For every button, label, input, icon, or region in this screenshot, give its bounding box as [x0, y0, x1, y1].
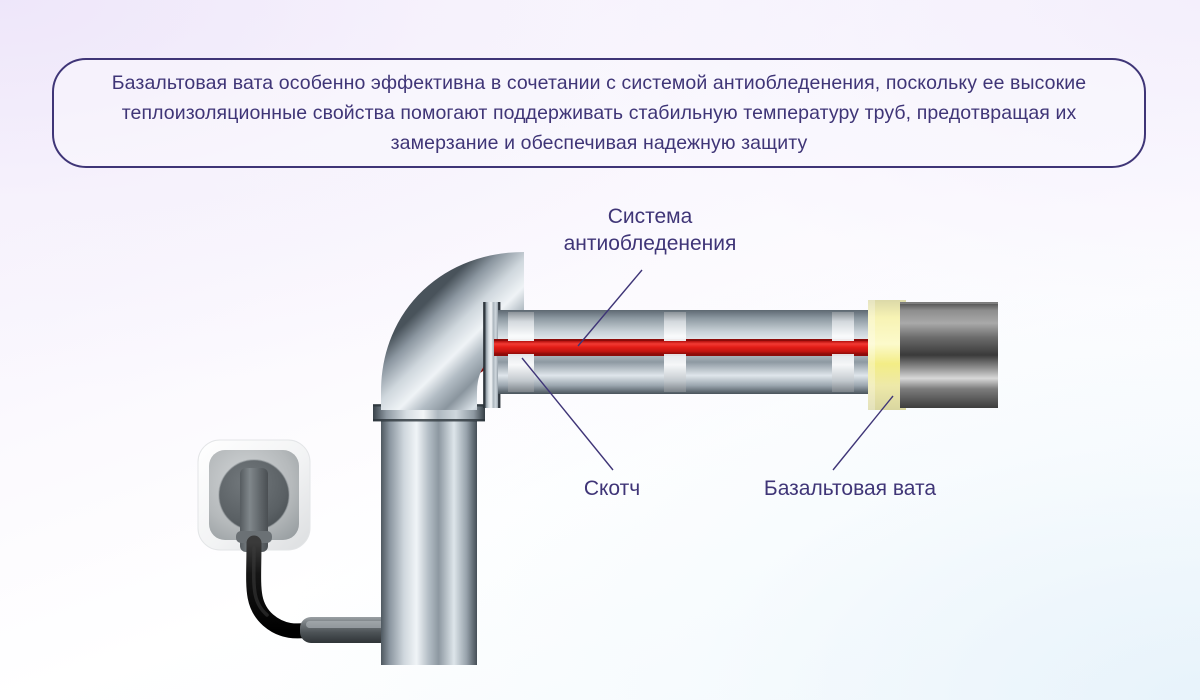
cable-over-tape [832, 341, 854, 354]
tape-band-group [508, 312, 854, 392]
basalt-wool-insulation [868, 300, 906, 410]
electrical-socket [197, 439, 311, 552]
power-cord-highlight [252, 546, 269, 617]
elbow-pipe [381, 252, 527, 410]
elbow-flange-ring [484, 302, 500, 408]
leader-tape [521, 357, 614, 471]
label-tape: Скотч [583, 477, 641, 500]
outer-shell-top-edge [900, 302, 998, 304]
callout-text: Базальтовая вата особенно эффективна в с… [111, 72, 1087, 154]
connector-highlight [306, 621, 400, 628]
power-cord [246, 535, 320, 639]
cable-over-tape [508, 341, 534, 354]
basalt-wool-highlight [868, 300, 875, 410]
label-anti-icing-system: Система антиобледенения [563, 205, 737, 255]
insulation-outer-shell [900, 302, 998, 408]
vertical-pipe [381, 400, 477, 665]
callout-box: Базальтовая вата особенно эффективна в с… [52, 58, 1146, 168]
elbow-body [381, 252, 527, 410]
vertical-pipe-body [381, 400, 477, 665]
leader-system [577, 269, 643, 347]
label-basalt-wool: Базальтовая вата [763, 477, 937, 500]
outer-shell-body [900, 302, 998, 408]
leader-wool [832, 395, 894, 471]
vertical-flange-edge-bottom [373, 419, 485, 422]
elbow-flange-edge-left [483, 302, 486, 408]
basalt-wool-layer [868, 300, 906, 410]
cable-over-tape [664, 341, 686, 354]
